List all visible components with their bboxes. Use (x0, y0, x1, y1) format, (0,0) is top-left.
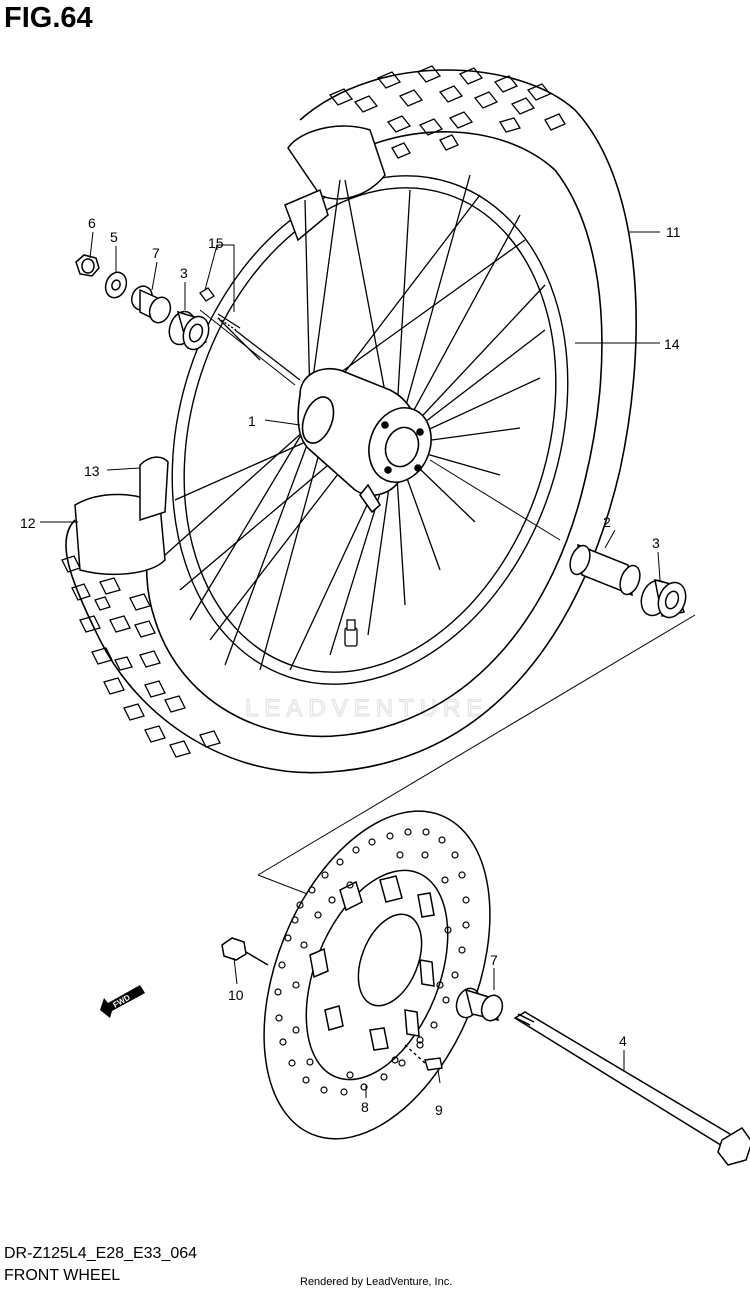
callouts: 6 5 7 3 15 1 11 14 13 12 2 3 10 7 4 8 9 (20, 215, 681, 1118)
callout-1: 1 (248, 413, 256, 429)
figure-code: DR-Z125L4_E28_E33_064 (4, 1245, 198, 1262)
callout-2: 2 (603, 514, 611, 530)
hub-part-1 (297, 368, 432, 514)
fwd-direction-arrow: FWD (100, 985, 145, 1018)
callout-7-left: 7 (152, 245, 160, 261)
rendered-by-credit: Rendered by LeadVenture, Inc. (300, 1276, 453, 1288)
valve-stem (344, 619, 358, 647)
axle-nut-part-6 (75, 254, 100, 277)
tire-tread-upper (328, 65, 566, 159)
brake-disc-part-8 (263, 810, 491, 1140)
callout-3-right: 3 (652, 535, 660, 551)
watermark: LEADVENTURE (244, 694, 488, 722)
callout-12: 12 (20, 515, 36, 531)
bearing-part-3-right (640, 578, 687, 619)
callout-5: 5 (110, 229, 118, 245)
callout-3-left: 3 (180, 265, 188, 281)
spacer-part-2 (569, 543, 641, 597)
rim-band-parts-12-13 (74, 125, 386, 576)
rim-part-14 (171, 175, 569, 685)
callout-6: 6 (88, 215, 96, 231)
tire-tread-lower (61, 555, 221, 758)
callout-9: 9 (435, 1102, 443, 1118)
tire-part-11 (61, 65, 637, 774)
bearing-part-3-left (168, 310, 210, 351)
washer-part-5 (104, 271, 128, 299)
callout-13: 13 (84, 463, 100, 479)
callout-10: 10 (228, 987, 244, 1003)
callout-14: 14 (664, 336, 680, 352)
axle-part-4 (513, 1011, 750, 1166)
figure-title: FIG.64 (4, 2, 93, 34)
watermark-text: LEADVENTURE (245, 695, 488, 722)
callout-11: 11 (666, 224, 681, 240)
figure-name: FRONT WHEEL (4, 1267, 121, 1284)
callout-7-right: 7 (490, 952, 498, 968)
callout-15: 15 (208, 235, 224, 251)
disc-nut-part-10 (221, 937, 269, 966)
leader-lines (40, 231, 661, 1098)
axle-centerline (199, 309, 696, 896)
disc-screw-part-9 (404, 1044, 443, 1071)
callout-8: 8 (361, 1099, 369, 1115)
collar-part-7-left (130, 285, 172, 324)
callout-4: 4 (619, 1033, 627, 1049)
collar-part-7-right (455, 987, 504, 1022)
disc-holes (274, 828, 470, 1096)
